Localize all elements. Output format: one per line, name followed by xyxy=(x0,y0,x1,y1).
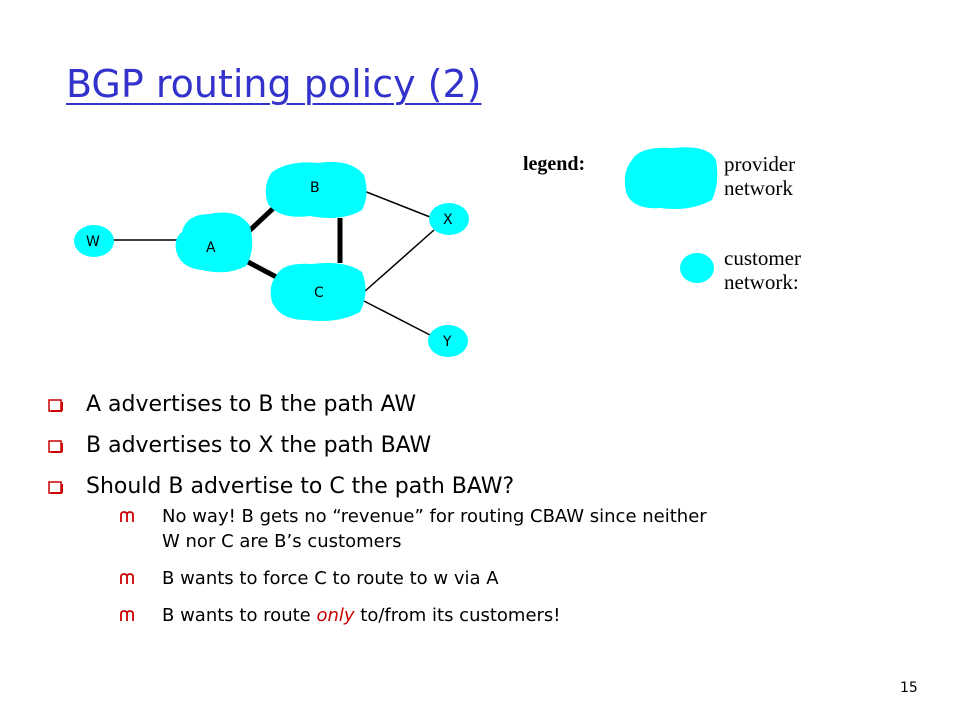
sub-bullet-item: No way! B gets no “revenue” for routing … xyxy=(120,504,707,554)
node-label-x: X xyxy=(443,212,453,228)
legend-customer-label-1: customer xyxy=(724,246,801,270)
emphasis-only: only xyxy=(316,605,355,626)
sub-bullet-text-line-1: No way! B gets no “revenue” for routing … xyxy=(162,506,707,527)
customer-network-x xyxy=(429,203,469,235)
legend-provider-swatch xyxy=(624,147,718,209)
square-bullet-icon xyxy=(48,481,63,494)
legend-provider-label-2: network xyxy=(724,176,793,200)
provider-network-c xyxy=(270,263,366,321)
bullet-text: A advertises to B the path AW xyxy=(86,392,417,417)
sub-bullet-text-start: B wants to route xyxy=(162,605,317,626)
sub-bullet-item: B wants to route only to/from its custom… xyxy=(120,603,707,628)
link-c-y xyxy=(361,299,431,336)
square-bullet-icon xyxy=(48,440,63,453)
bullet-text: B advertises to X the path BAW xyxy=(86,433,432,458)
provider-network-a xyxy=(175,212,253,273)
legend-customer-swatch xyxy=(680,253,714,283)
legend-provider-label-1: provider xyxy=(724,152,795,176)
provider-network-b xyxy=(265,161,367,218)
node-label-w: W xyxy=(86,234,100,250)
sub-bullet-list: No way! B gets no “revenue” for routing … xyxy=(86,504,707,628)
bullet-list: A advertises to B the path AW B advertis… xyxy=(48,390,707,640)
link-b-x xyxy=(363,190,431,218)
sub-bullet-text-line-2: W nor C are B’s customers xyxy=(162,531,402,552)
bullet-text: Should B advertise to C the path BAW? xyxy=(86,474,515,499)
legend-customer-label-2: network: xyxy=(724,270,799,294)
customer-network-w xyxy=(74,225,114,257)
node-label-y: Y xyxy=(442,334,452,350)
link-c-x xyxy=(363,229,435,293)
m-bullet-icon xyxy=(120,511,134,522)
legend-title: legend: xyxy=(523,153,585,175)
m-bullet-icon xyxy=(120,610,134,621)
node-label-b: B xyxy=(310,180,320,196)
sub-bullet-text-end: to/from its customers! xyxy=(354,605,561,626)
bullet-item: A advertises to B the path AW xyxy=(48,390,707,420)
page-number: 15 xyxy=(900,680,918,696)
node-label-c: C xyxy=(314,285,324,301)
page-title: BGP routing policy (2) xyxy=(66,62,482,106)
sub-bullet-text: B wants to force C to route to w via A xyxy=(162,568,499,589)
bullet-item: Should B advertise to C the path BAW? No… xyxy=(48,472,707,628)
sub-bullet-item: B wants to force C to route to w via A xyxy=(120,566,707,591)
bullet-item: B advertises to X the path BAW xyxy=(48,431,707,461)
node-label-a: A xyxy=(206,240,216,256)
m-bullet-icon xyxy=(120,573,134,584)
square-bullet-icon xyxy=(48,399,63,412)
customer-network-y xyxy=(428,325,468,357)
